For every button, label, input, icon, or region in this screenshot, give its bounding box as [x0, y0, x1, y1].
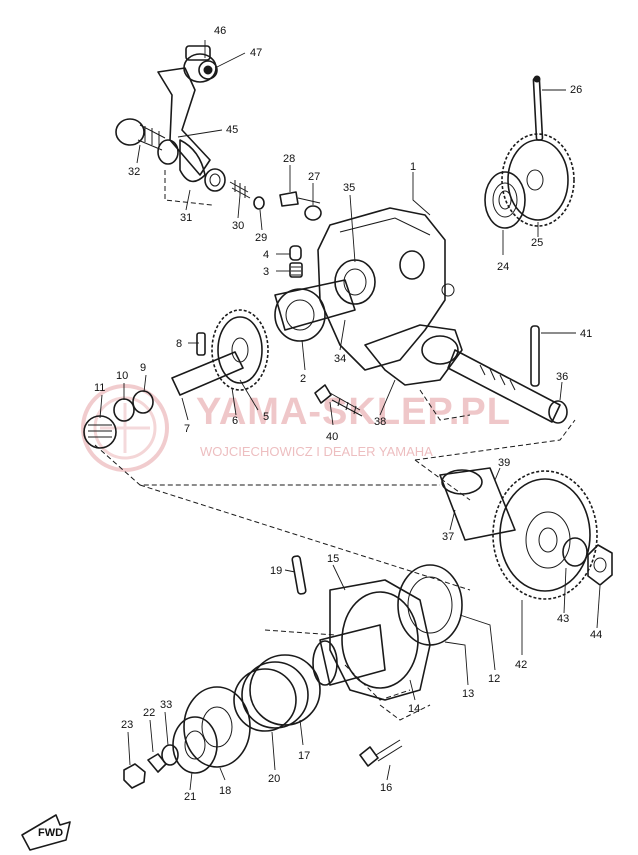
callout-23: 23 — [121, 719, 133, 731]
callout-46: 46 — [214, 25, 226, 37]
spring-end-assembly — [123, 654, 321, 789]
output-shaft-assembly — [314, 325, 568, 424]
callout-22: 22 — [143, 707, 155, 719]
fwd-direction-badge: FWD — [21, 814, 71, 851]
large-gear-assembly — [439, 467, 613, 600]
callout-33: 33 — [160, 699, 172, 711]
callout-7: 7 — [184, 423, 190, 435]
callout-47: 47 — [250, 47, 262, 59]
callout-17: 17 — [298, 750, 310, 762]
callout-26: 26 — [570, 84, 582, 96]
callout-37: 37 — [442, 531, 454, 543]
callout-3: 3 — [263, 266, 269, 278]
callout-8: 8 — [176, 338, 182, 350]
callout-43: 43 — [557, 613, 569, 625]
watermark-title: YAMA-SKLEP.PL — [196, 391, 511, 433]
callout-41: 41 — [580, 328, 592, 340]
callout-19: 19 — [270, 565, 282, 577]
callout-40: 40 — [326, 431, 338, 443]
callout-45: 45 — [226, 124, 238, 136]
callout-34: 34 — [334, 353, 346, 365]
leader-lines — [99, 40, 601, 791]
callout-1: 1 — [410, 161, 416, 173]
callout-10: 10 — [116, 370, 128, 382]
callout-11: 11 — [94, 382, 105, 394]
callout-31: 31 — [180, 212, 192, 224]
callout-42: 42 — [515, 659, 527, 671]
callout-29: 29 — [255, 232, 267, 244]
callout-36: 36 — [556, 371, 568, 383]
callout-20: 20 — [268, 773, 280, 785]
callout-32: 32 — [128, 166, 140, 178]
callout-13: 13 — [462, 688, 474, 700]
gear-shaft-assembly — [83, 309, 269, 449]
callout-18: 18 — [219, 785, 231, 797]
callout-2: 2 — [300, 373, 306, 385]
callout-6: 6 — [232, 415, 238, 427]
callout-labels: 46 47 45 32 31 30 29 28 27 35 1 26 24 25… — [94, 25, 602, 803]
sprocket-assembly — [484, 75, 575, 229]
callout-28: 28 — [283, 153, 295, 165]
callout-30: 30 — [232, 220, 244, 232]
fwd-label: FWD — [38, 827, 63, 839]
callout-5: 5 — [263, 411, 269, 423]
callout-21: 21 — [184, 791, 196, 803]
callout-9: 9 — [140, 362, 146, 374]
callout-27: 27 — [308, 171, 320, 183]
callout-39: 39 — [498, 457, 510, 469]
callout-15: 15 — [327, 553, 339, 565]
callout-24: 24 — [497, 261, 509, 273]
callout-4: 4 — [263, 249, 269, 261]
shift-arm-assembly — [115, 45, 265, 210]
gearbox-housing — [274, 191, 463, 386]
callout-25: 25 — [531, 237, 543, 249]
callout-16: 16 — [380, 782, 392, 794]
watermark-logo-icon — [81, 384, 169, 472]
lower-housing-assembly — [291, 555, 463, 767]
callout-35: 35 — [343, 182, 355, 194]
watermark-subtitle: WOJCIECHOWICZ I DEALER YAMAHA — [200, 444, 433, 459]
callout-14: 14 — [408, 703, 420, 715]
watermark: YAMA-SKLEP.PL WOJCIECHOWICZ I DEALER YAM… — [81, 384, 511, 472]
callout-44: 44 — [590, 629, 602, 641]
callout-38: 38 — [374, 416, 386, 428]
callout-12: 12 — [488, 673, 500, 685]
